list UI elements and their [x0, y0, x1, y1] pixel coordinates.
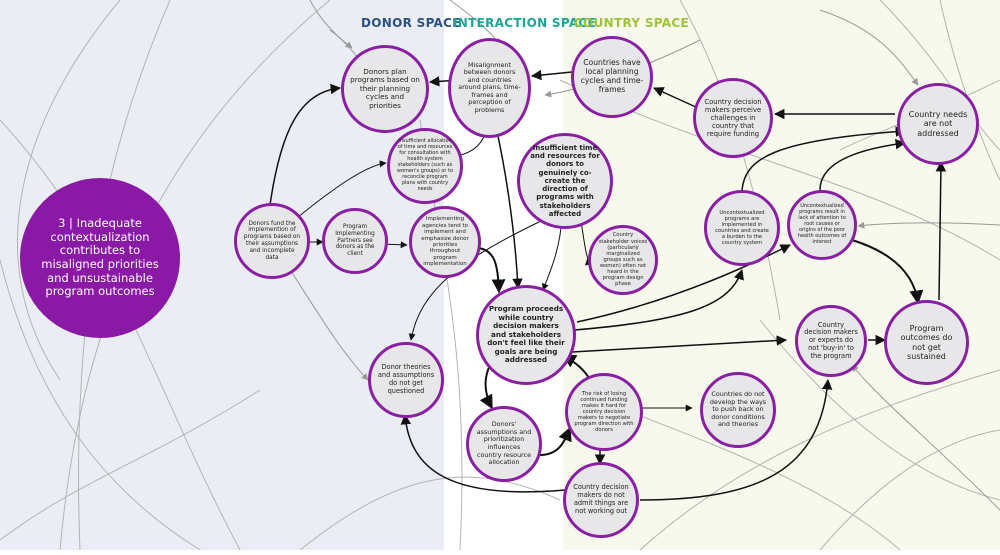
node-donors-assumptions: Donors' assumptions and prioritization i…	[466, 406, 542, 482]
node-text: Program Implementing Partners see donors…	[335, 224, 375, 258]
node-program-proceeds: Program proceeds while country decision …	[476, 285, 576, 385]
node-text: Program proceeds while country decision …	[487, 304, 565, 365]
node-theories-unquestioned: Donor theories and assumptions do not ge…	[368, 342, 444, 418]
node-decision-challenges: Country decision makers perceive challen…	[693, 78, 773, 158]
node-uncontextualized-lack: Uncontextualized programs result in lack…	[787, 190, 857, 260]
node-agencies-emphasize: Implementing agencies tend to implement …	[409, 206, 481, 278]
node-misalignment: Misalignment between donors and countrie…	[448, 38, 531, 138]
node-donors-plan: Donors plan programs based on their plan…	[341, 45, 429, 133]
node-text: The risk of losing continued funding mak…	[574, 390, 634, 434]
node-no-push-back: Countries do not develop the ways to pus…	[700, 372, 776, 448]
node-text: Donors' assumptions and prioritization i…	[476, 420, 532, 467]
node-text: Donor theories and assumptions do not ge…	[377, 363, 435, 395]
node-text: Program outcomes do not get sustained	[900, 323, 953, 361]
donor-space-title: DONOR SPACE	[361, 16, 461, 30]
node-text: Country decision makers do not admit thi…	[573, 483, 629, 515]
node-donors-fund: Donors fund the implemention of programs…	[234, 203, 310, 279]
node-risk-losing: The risk of losing continued funding mak…	[565, 373, 643, 451]
interaction-space-title: INTERACTION SPACE	[453, 16, 597, 30]
node-text: Countries do not develop the ways to pus…	[709, 390, 767, 429]
node-partners-client: Program Implementing Partners see donors…	[322, 208, 388, 274]
node-text: Uncontextualized programs are implemente…	[715, 209, 769, 247]
node-insufficient-allocation: Insufficient allocation of time and reso…	[387, 128, 463, 204]
node-text: Uncontextualized programs result in lack…	[797, 203, 847, 245]
node-text: Implementing agencies tend to implement …	[421, 216, 469, 268]
node-not-sustained: Program outcomes do not get sustained	[884, 300, 969, 385]
node-insufficient-time: Insufficient time and resources for dono…	[517, 133, 613, 229]
node-text: Country needs are not addressed	[908, 109, 968, 138]
node-text: Country stakeholder voices (particularly…	[598, 232, 648, 288]
node-needs-not-addressed: Country needs are not addressed	[897, 83, 979, 165]
node-text: Country decision makers or experts do no…	[804, 320, 858, 360]
node-not-admit: Country decision makers do not admit thi…	[563, 462, 639, 538]
node-uncontextualized-burden: Uncontextualized programs are implemente…	[704, 190, 780, 266]
node-text: Country decision makers perceive challen…	[704, 97, 762, 139]
node-not-buy-in: Country decision makers or experts do no…	[795, 305, 867, 377]
node-text: Misalignment between donors and countrie…	[458, 60, 521, 114]
node-text: Donors plan programs based on their plan…	[350, 66, 420, 110]
main-problem-text: 3 | Inadequate contextualization contrib…	[41, 216, 159, 299]
node-text: Insufficient allocation of time and reso…	[396, 138, 454, 192]
country-space-title: COUNTRY SPACE	[574, 16, 689, 30]
node-stakeholder-voices: Country stakeholder voices (particularly…	[588, 225, 658, 295]
node-text: Countries have local planning cycles and…	[580, 58, 644, 94]
node-countries-local: Countries have local planning cycles and…	[571, 36, 653, 118]
node-text: Insufficient time and resources for dono…	[530, 143, 600, 218]
main-problem-node: 3 | Inadequate contextualization contrib…	[20, 178, 180, 338]
node-text: Donors fund the implemention of programs…	[243, 220, 301, 261]
